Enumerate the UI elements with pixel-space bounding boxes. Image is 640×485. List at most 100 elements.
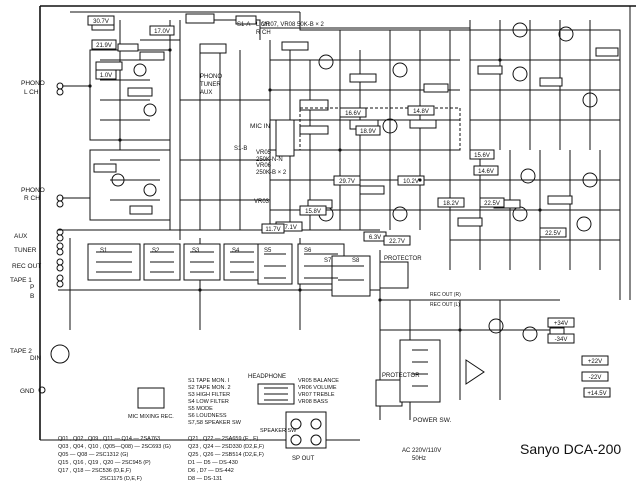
diode-legend: Q21 , Q22 — 2SA659 (E , F) Q23 , Q24 — 2…: [188, 436, 264, 482]
diode-legend-line: Q23 , Q24 — 2SD330 (D2,E,F): [188, 444, 264, 450]
switch-s2-label: S2: [152, 248, 160, 254]
voltage-label: 15.6V: [474, 153, 490, 159]
switch-bank: [87, 243, 371, 297]
vr-legend-line: VR06 VOLUME: [298, 385, 337, 391]
switch-legend-line: S4 LOW FILTER: [188, 399, 229, 405]
switch-legend-line: S6 LOUDNESS: [188, 413, 227, 419]
protector-label: PROTECTOR: [384, 256, 422, 262]
diode-legend-line: D1 — D5 — DS-430: [188, 460, 238, 466]
switch-legend-line: S5 MODE: [188, 406, 213, 412]
rec-out-l-label: REC OUT (L): [430, 302, 460, 308]
voltage-label: 22.5V: [545, 231, 561, 237]
transistor-legend-line: Q03 , Q04 , Q10 , (Q05—Q08) — 2SC693 (G): [58, 444, 171, 450]
input-selector-area: [179, 13, 270, 240]
voltage-label: 16.6V: [345, 111, 361, 117]
din-label: DIN: [30, 355, 42, 362]
voltage-label: 22.5V: [484, 201, 500, 207]
transistor-legend-line: Q17 , Q18 — 2SC536 (D,E,F): [58, 468, 131, 474]
vr05-label: VR05: [256, 150, 272, 156]
voltage-label: +22V: [588, 359, 602, 365]
voltage-label: 22.7V: [389, 239, 405, 245]
mic-in-label: MIC IN: [250, 123, 271, 130]
mic-mixing-rec-label: MIC MIXING REC.: [128, 414, 174, 420]
input-jacks: [38, 82, 70, 394]
gnd-label: GND: [20, 388, 35, 395]
voltage-label: 18.2V: [443, 201, 459, 207]
transistor-legend-line: 2SC1175 (D,E,F): [100, 476, 142, 482]
switch-legend: S1 TAPE MON. I S2 TAPE MON. 2 S3 HIGH FI…: [188, 378, 242, 426]
tape-1-label: TAPE 1: [10, 277, 32, 284]
diode-legend-line: D6 , D7 — DS-442: [188, 468, 234, 474]
switch-legend-line: S2 TAPE MON. 2: [188, 385, 231, 391]
phono-preamp-right: [62, 149, 171, 230]
voltage-label: 15.8V: [305, 209, 321, 215]
power-supply: [375, 261, 565, 420]
tape-2-label: TAPE 2: [10, 348, 32, 355]
phono-r-label: R CH: [24, 195, 40, 202]
voltage-label: 21.9V: [96, 43, 112, 49]
phono-l-label: PHONO: [21, 80, 45, 87]
switch-legend-line: S3 HIGH FILTER: [188, 392, 230, 398]
voltage-labels: 30.7V 17.0V 21.9V 1.0V 14.8V 16.6V 18.9V…: [87, 15, 611, 398]
junctions: [88, 48, 542, 332]
vr-legend-line: VR05 BALANCE: [298, 378, 339, 384]
switch-s5-label: S5: [264, 248, 272, 254]
source-tuner-label: TUNER: [200, 82, 221, 88]
voltage-label: 30.7V: [93, 19, 109, 25]
headphone-label: HEADPHONE: [248, 374, 286, 380]
diode-legend-line: D8 — DS-131: [188, 476, 222, 482]
voltage-label: 29.7V: [339, 179, 355, 185]
vr03-label: VR03: [254, 199, 270, 205]
aux-label: AUX: [14, 233, 28, 240]
ac-freq-label: 50Hz: [412, 456, 426, 462]
diode-legend-line: Q25 , Q26 — 2SB514 (D2,E,F): [188, 452, 264, 458]
vr-legend-line: VR07 TREBLE: [298, 392, 335, 398]
lch-label: L CH: [256, 22, 269, 28]
voltage-label: 1.0V: [100, 73, 112, 79]
phono-r-label: PHONO: [21, 187, 45, 194]
voltage-label: 14.6V: [478, 169, 494, 175]
switch-s1-label: S1: [100, 248, 108, 254]
voltage-label: -22V: [589, 375, 602, 381]
switch-s6-label: S6: [304, 248, 312, 254]
rec-out-r-label: REC OUT (R): [430, 292, 461, 298]
switch-legend-line: S1 TAPE MON. I: [188, 378, 230, 384]
ac-line-label: AC 220V/110V: [402, 448, 441, 454]
diode-legend-line: Q21 , Q22 — 2SA659 (E , F): [188, 436, 258, 442]
switch-s7-label: S7: [324, 258, 332, 264]
vr-legend: VR05 BALANCE VR06 VOLUME VR07 TREBLE VR0…: [298, 378, 339, 405]
voltage-label: 17.0V: [154, 29, 170, 35]
voltage-label: 6.3V: [369, 235, 381, 241]
power-rails: [39, 5, 636, 441]
tuner-label: TUNER: [14, 247, 37, 254]
power-amp-right: [449, 150, 620, 270]
p-label: P: [30, 284, 34, 291]
protector-label-2: PROTECTOR: [382, 373, 420, 379]
text-labels: PHONO R CH PHONO L CH AUX TUNER REC OUT …: [10, 22, 461, 462]
output-connectors: [137, 383, 327, 449]
phono-l-label: L CH: [24, 89, 39, 96]
power-sw-label: POWER SW.: [413, 417, 451, 424]
sp-out-label: SP OUT: [292, 456, 315, 462]
power-amp-left: [469, 20, 620, 150]
s1a-label: S1-A: [237, 22, 250, 28]
switch-s3-label: S3: [192, 248, 200, 254]
speaker-sw-label: SPEAKER SW: [260, 428, 297, 434]
switch-s4-label: S4: [232, 248, 240, 254]
source-aux-label: AUX: [200, 90, 212, 96]
voltage-label: 11.7V: [265, 227, 280, 233]
b-label: B: [30, 293, 34, 300]
voltage-label: +34V: [554, 321, 568, 327]
rec-out-label: REC OUT: [12, 263, 41, 270]
voltage-label: 14.8V: [413, 109, 429, 115]
schematic-title: Sanyo DCA-200: [520, 441, 621, 457]
vr07-vr08-label: VR07, VR08 50K-B × 2: [262, 22, 325, 28]
transistor-legend-line: Q01 , Q02 , Q09 , Q11 — Q14 — 2SA763: [58, 436, 160, 442]
voltage-label: 27.1V: [281, 225, 297, 231]
rch-label: R CH: [256, 30, 271, 36]
switch-s8-label: S8: [352, 258, 360, 264]
s1b-label: S1-B: [234, 146, 247, 152]
voltage-label: 10.2V: [403, 179, 419, 185]
voltage-label: -34V: [555, 337, 568, 343]
